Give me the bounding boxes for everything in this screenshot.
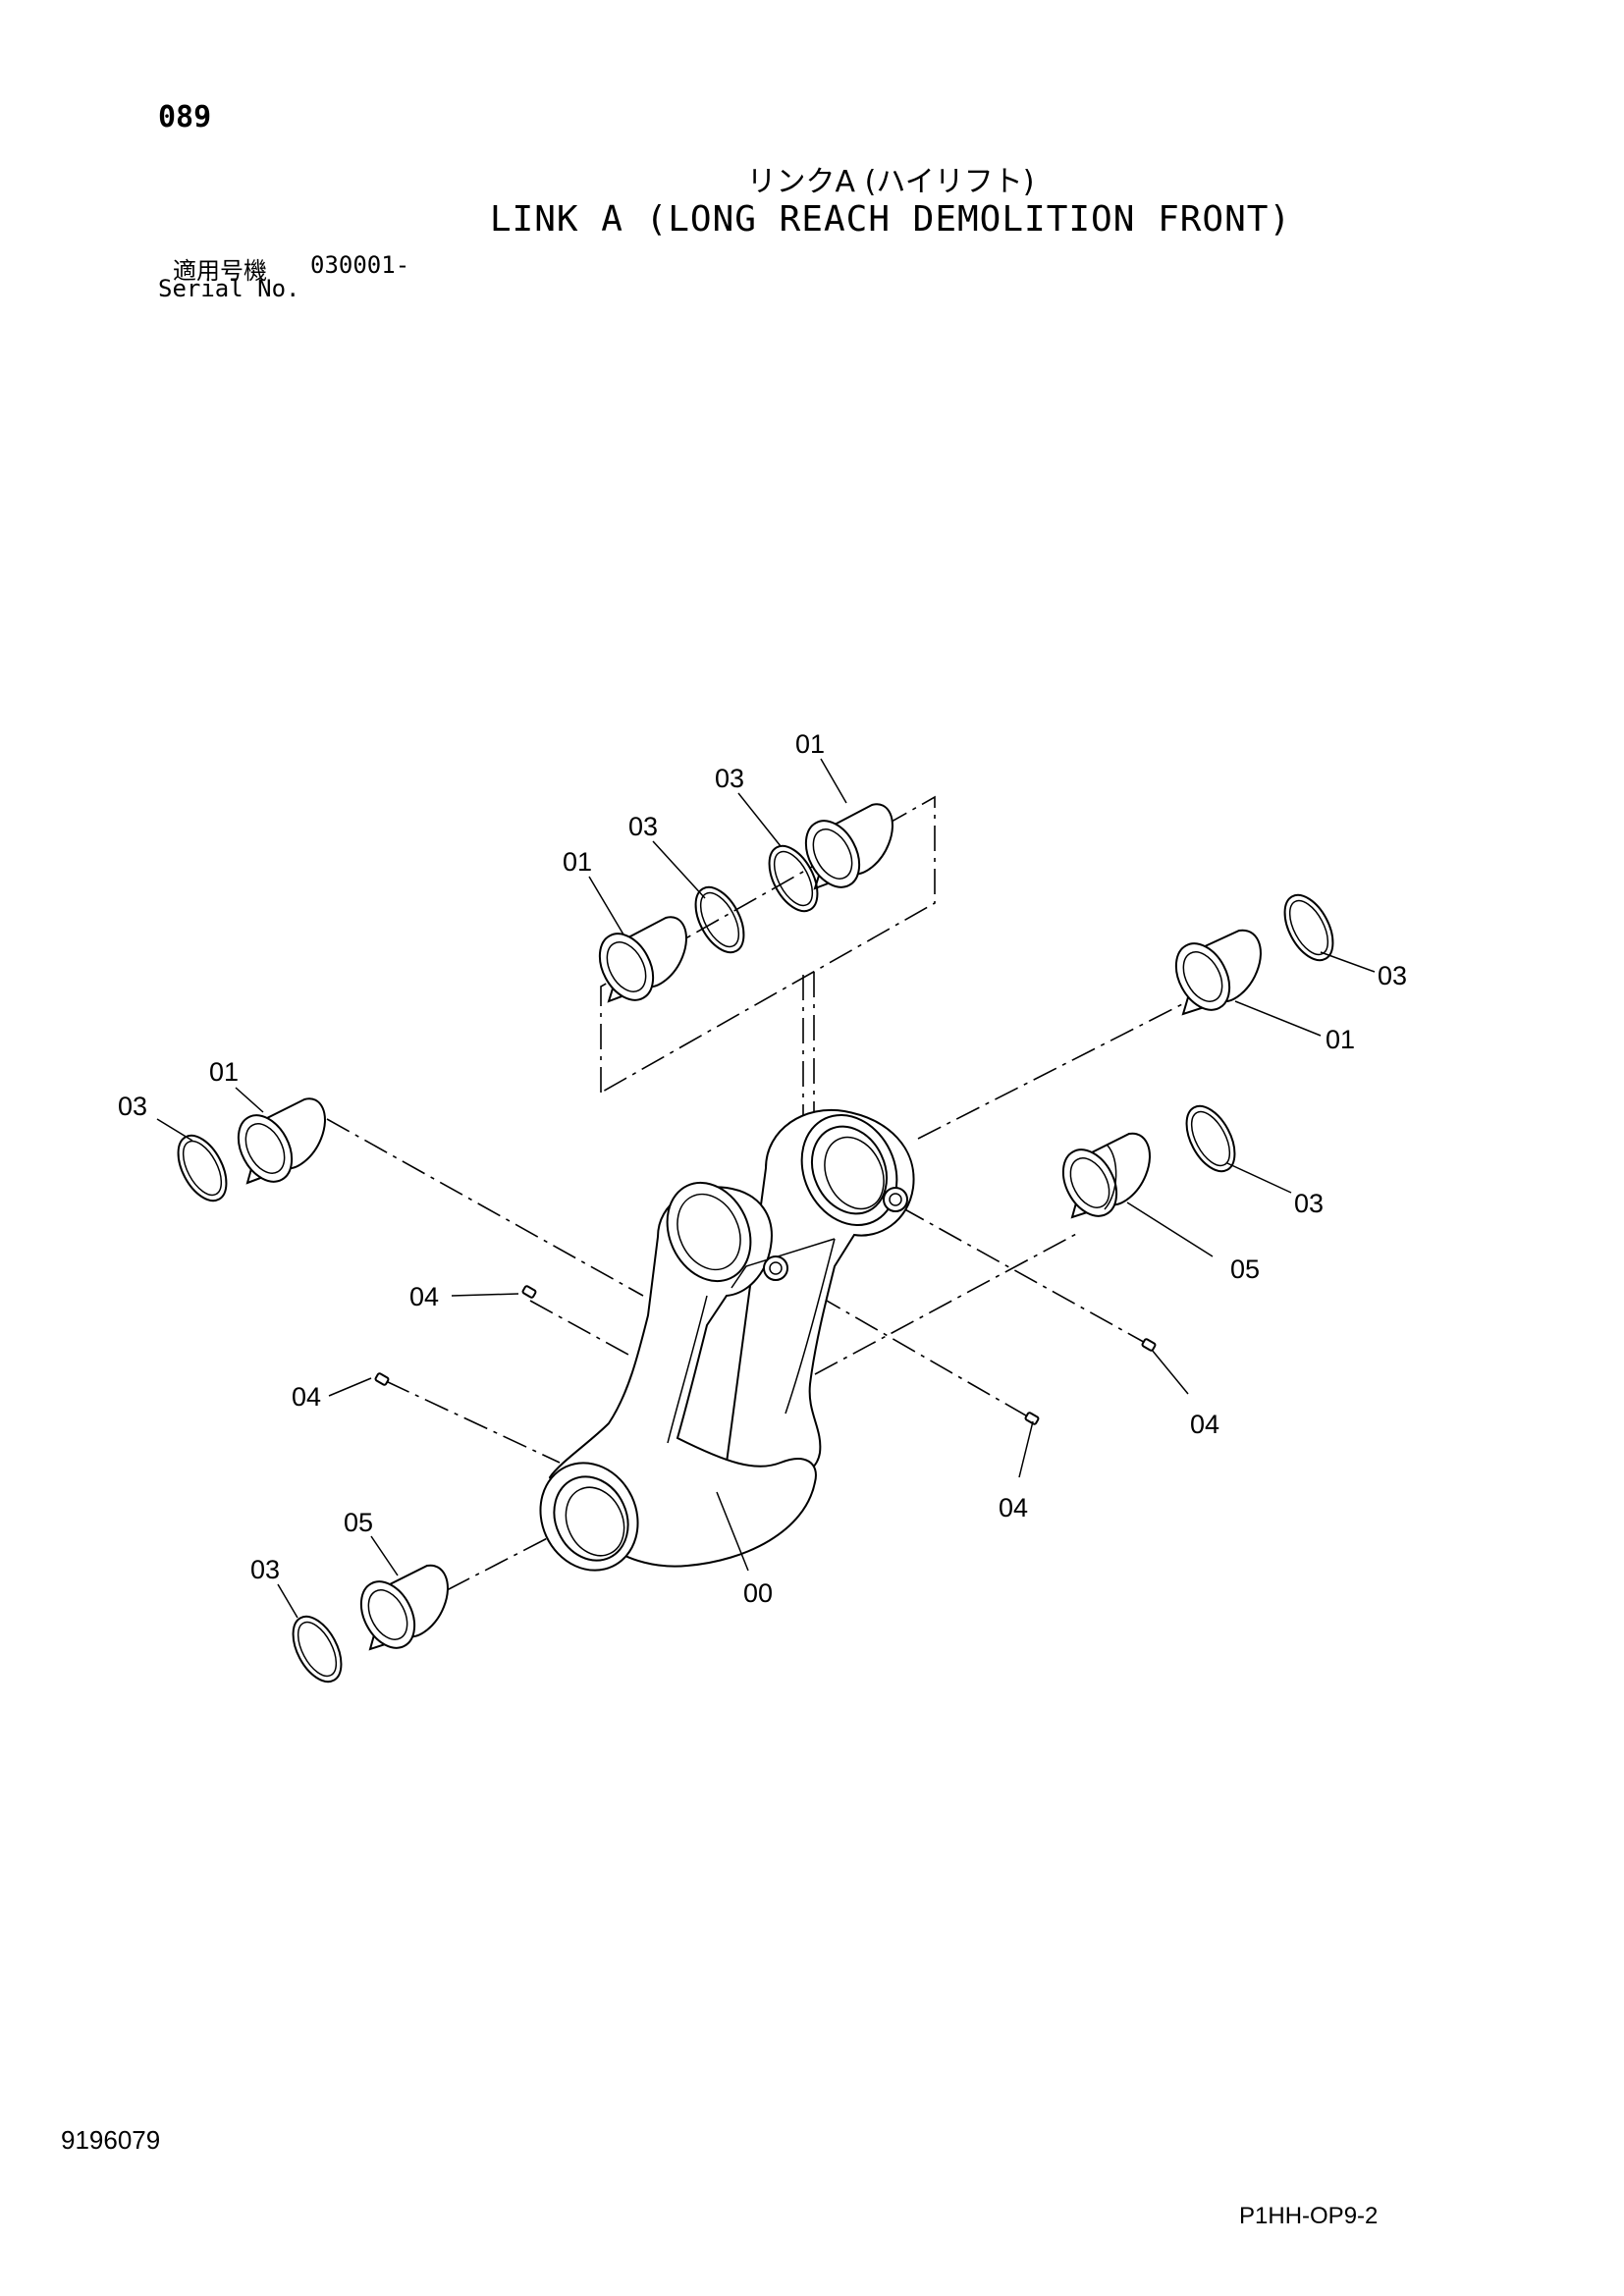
- assembly-center-lines: [326, 795, 1189, 1591]
- serial-number-value: 030001-: [310, 251, 410, 279]
- callout-center-04: 04: [999, 1493, 1028, 1522]
- grease-fitting-icon: [521, 1285, 537, 1299]
- sheet-code: P1HH-OP9-2: [1239, 2203, 1379, 2229]
- callout-top-03-b: 03: [628, 812, 658, 841]
- callout-body-00: 00: [743, 1578, 773, 1608]
- callout-right-05: 05: [1230, 1255, 1260, 1284]
- bushing-icon: [1061, 1132, 1151, 1219]
- page-title-japanese: リンクA (ハイリフト): [746, 165, 1035, 199]
- shim-ring-icon: [177, 1134, 228, 1202]
- bushing-icon-group: [237, 803, 1262, 1651]
- callout-right-03-b: 03: [1294, 1189, 1324, 1218]
- leader-lines: [156, 758, 1376, 1619]
- bushing-icon: [359, 1564, 449, 1651]
- bushing-icon: [804, 803, 893, 890]
- callout-left-01: 01: [209, 1057, 239, 1087]
- grease-fitting-icon: [1141, 1338, 1157, 1352]
- document-number: 9196079: [61, 2125, 161, 2155]
- callout-right-03-a: 03: [1378, 961, 1407, 990]
- shim-ring-icon: [768, 844, 819, 913]
- callout-top-01-b: 01: [563, 847, 592, 877]
- link-arm-icon: [539, 1108, 915, 1572]
- callout-left-04-b: 04: [292, 1382, 321, 1412]
- serial-label-japanese: 適用号機: [173, 257, 267, 285]
- callout-bottom-05: 05: [344, 1508, 373, 1537]
- shim-ring-icon: [1185, 1104, 1236, 1173]
- bushing-icon: [598, 916, 687, 1003]
- bushing-icon: [1174, 929, 1262, 1016]
- page-title-english: LINK A (LONG REACH DEMOLITION FRONT): [489, 199, 1292, 240]
- bushing-icon: [237, 1097, 326, 1185]
- callout-labels: 01 03 03 01 03 01 03 05 04 04 01 03 04 0…: [118, 729, 1407, 1608]
- callout-top-03-a: 03: [715, 764, 744, 793]
- grease-fitting-icon: [374, 1372, 390, 1386]
- shim-ring-icon: [292, 1615, 343, 1683]
- grease-fitting-icon: [1024, 1412, 1040, 1425]
- callout-top-01-a: 01: [795, 729, 825, 759]
- callout-left-04-a: 04: [409, 1282, 439, 1311]
- shim-ring-icon: [694, 885, 745, 954]
- callout-right-04: 04: [1190, 1410, 1219, 1439]
- grease-fitting-group: [374, 1285, 1157, 1425]
- callout-left-03: 03: [118, 1092, 147, 1121]
- callout-bottom-03: 03: [250, 1555, 280, 1584]
- serial-label-english: Serial No.: [158, 275, 300, 302]
- page-number: 089: [158, 100, 212, 134]
- callout-right-01: 01: [1326, 1025, 1355, 1054]
